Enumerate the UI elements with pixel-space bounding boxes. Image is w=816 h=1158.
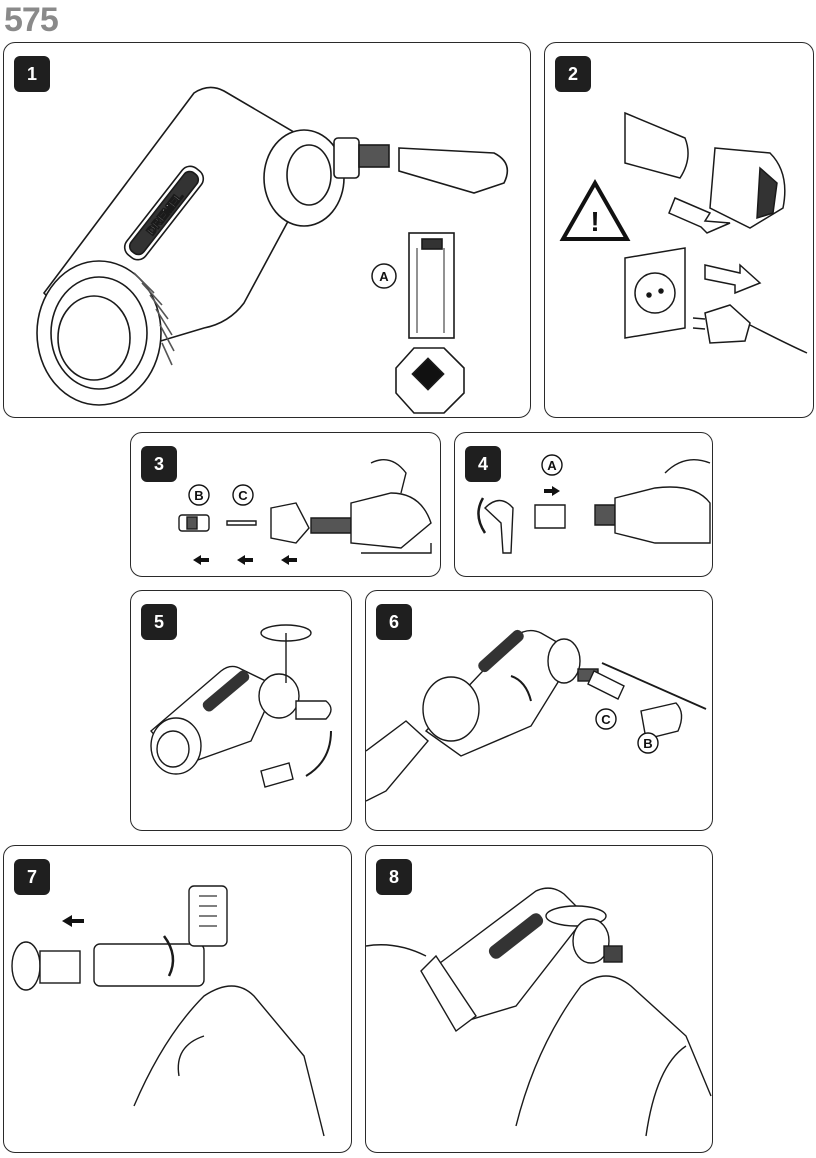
step-4-illustration: A	[455, 433, 713, 577]
model-number: 575	[4, 0, 58, 40]
step-8-illustration	[366, 846, 713, 1153]
svg-text:!: !	[590, 206, 599, 237]
callout-a: A	[547, 458, 557, 473]
step-2-illustration: !	[545, 43, 814, 418]
step-1-illustration: DREMEL A	[4, 43, 531, 418]
callout-c: C	[238, 488, 248, 503]
step-3-illustration: B C	[131, 433, 441, 577]
step-6-panel: 6 C B	[365, 590, 713, 831]
step-1-panel: 1 DREMEL	[3, 42, 531, 418]
direction-arrow-icon	[193, 555, 297, 565]
callout-c: C	[601, 712, 611, 727]
direction-arrow-icon	[62, 915, 84, 927]
callout-b: B	[194, 488, 203, 503]
callout-a: A	[379, 269, 389, 284]
callout-b: B	[643, 736, 652, 751]
step-5-illustration	[131, 591, 352, 831]
step-5-panel: 5	[130, 590, 352, 831]
step-7-illustration	[4, 846, 352, 1153]
warning-triangle-icon: !	[563, 183, 627, 239]
step-3-panel: 3 B C	[130, 432, 441, 577]
step-6-illustration: C B	[366, 591, 713, 831]
step-4-panel: 4 A	[454, 432, 713, 577]
step-8-panel: 8	[365, 845, 713, 1153]
step-7-panel: 7	[3, 845, 352, 1153]
direction-arrow-icon	[544, 486, 560, 496]
step-2-panel: 2 !	[544, 42, 814, 418]
